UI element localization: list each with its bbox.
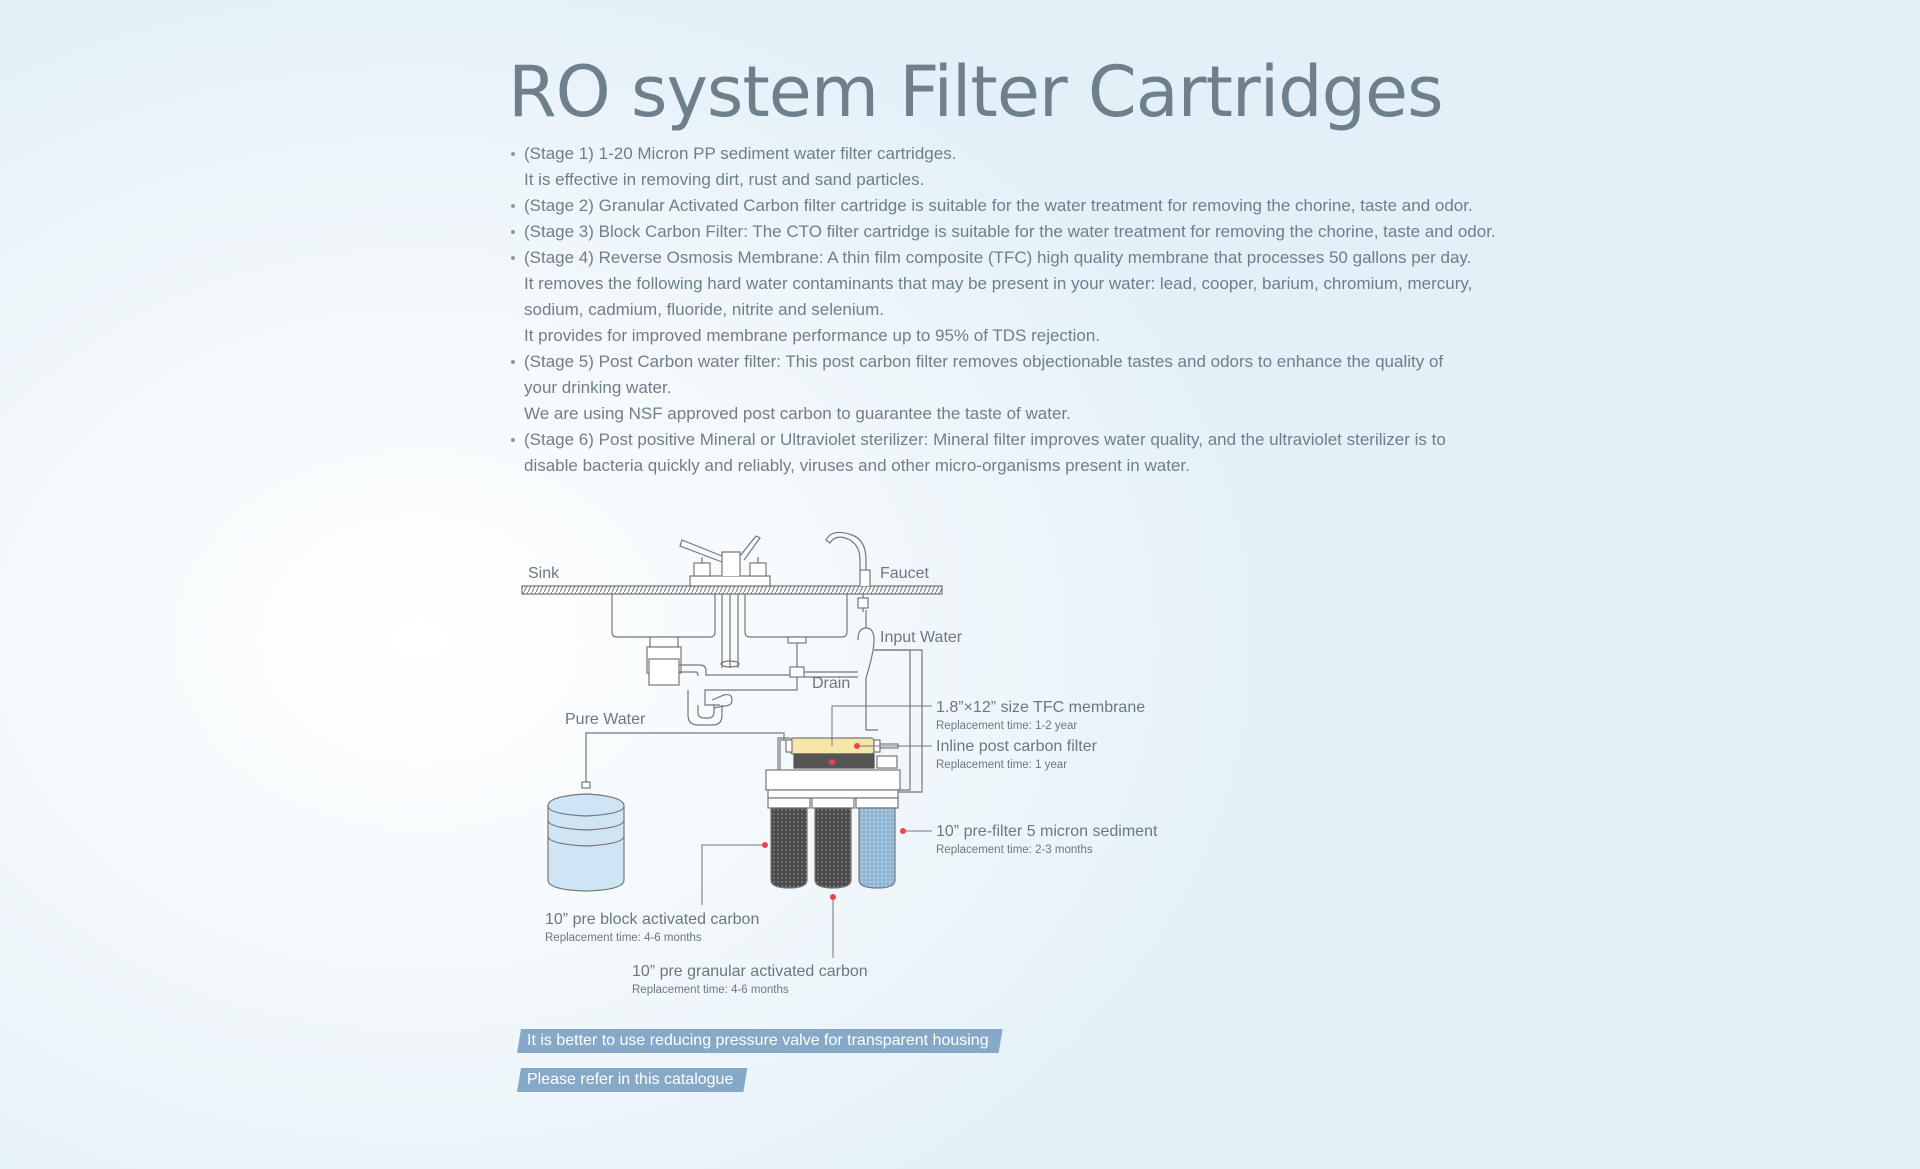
inline-post-carbon-name: Inline post carbon filter — [936, 738, 1098, 755]
stage-item: (Stage 2) Granular Activated Carbon filt… — [510, 193, 1510, 219]
pressure-valve-notice: It is better to use reducing pressure va… — [517, 1029, 1003, 1053]
sediment-replacement: Replacement time: 2-3 months — [936, 844, 1093, 856]
stage-text-line: (Stage 3) Block Carbon Filter: The CTO f… — [524, 222, 1496, 241]
stage-text-line: (Stage 1) 1-20 Micron PP sediment water … — [524, 144, 957, 163]
stage-text-line: disable bacteria quickly and reliably, v… — [524, 456, 1190, 475]
stage-text-line: We are using NSF approved post carbon to… — [524, 404, 1071, 423]
kitchen-faucet-icon — [679, 535, 771, 668]
sediment-name: 10” pre-filter 5 micron sediment — [936, 823, 1158, 840]
catalogue-notice: Please refer in this catalogue — [517, 1068, 747, 1092]
page-title: RO system Filter Cartridges — [508, 51, 1444, 133]
membrane-marker — [829, 759, 835, 765]
stage-text-line: (Stage 2) Granular Activated Carbon filt… — [524, 196, 1473, 215]
block-carbon-cartridge — [767, 797, 811, 889]
block-carbon-name: 10” pre block activated carbon — [545, 911, 759, 928]
stage-text-line: sodium, cadmium, fluoride, nitrite and s… — [524, 300, 884, 319]
pure-water-line — [585, 732, 785, 782]
faucet-label: Faucet — [880, 565, 929, 582]
stage-item: (Stage 3) Block Carbon Filter: The CTO f… — [510, 219, 1510, 245]
sediment-marker — [900, 828, 906, 834]
pure-water-label: Pure Water — [565, 711, 646, 728]
sink-basin-right — [744, 594, 848, 638]
ro-faucet-icon — [825, 531, 871, 612]
input-water-line — [857, 627, 878, 731]
granular-carbon-name: 10” pre granular activated carbon — [632, 963, 868, 980]
stage-text-line: (Stage 5) Post Carbon water filter: This… — [524, 352, 1444, 371]
membrane-housing — [777, 737, 899, 770]
stage-text-line: (Stage 6) Post positive Mineral or Ultra… — [524, 430, 1446, 449]
block-carbon-replacement: Replacement time: 4-6 months — [545, 932, 702, 944]
membrane-name: 1.8”×12” size TFC membrane — [936, 699, 1145, 716]
stage-text-line: It removes the following hard water cont… — [524, 274, 1473, 293]
drain-label: Drain — [812, 675, 850, 692]
granular-carbon-marker — [830, 894, 836, 900]
stage-item: (Stage 5) Post Carbon water filter: This… — [510, 349, 1510, 427]
stage-text-line: It provides for improved membrane perfor… — [524, 326, 1101, 345]
stage-item: (Stage 4) Reverse Osmosis Membrane: A th… — [510, 245, 1510, 349]
sink-label: Sink — [528, 565, 560, 582]
storage-tank-icon — [547, 793, 625, 892]
filter-manifold — [765, 769, 901, 791]
sink-basin-left — [611, 594, 716, 638]
stage-list: (Stage 1) 1-20 Micron PP sediment water … — [510, 141, 1510, 479]
inline-post-carbon-marker — [854, 743, 860, 749]
block-carbon-leader — [701, 844, 765, 905]
input-water-label: Input Water — [880, 629, 963, 646]
stage-text-line: your drinking water. — [524, 378, 672, 397]
inline-post-carbon-replacement: Replacement time: 1 year — [936, 759, 1067, 771]
block-carbon-marker — [762, 842, 768, 848]
stage-item: (Stage 6) Post positive Mineral or Ultra… — [510, 427, 1510, 479]
countertop — [521, 585, 943, 595]
granular-carbon-replacement: Replacement time: 4-6 months — [632, 984, 789, 996]
sediment-cartridge — [855, 797, 899, 889]
membrane-replacement: Replacement time: 1-2 year — [936, 720, 1077, 732]
membrane-leader — [831, 705, 932, 746]
granular-carbon-cartridge — [811, 797, 855, 889]
stage-text-line: (Stage 4) Reverse Osmosis Membrane: A th… — [524, 248, 1472, 267]
stage-text-line: It is effective in removing dirt, rust a… — [524, 170, 925, 189]
stage-item: (Stage 1) 1-20 Micron PP sediment water … — [510, 141, 1510, 193]
drain-assembly — [646, 636, 858, 726]
